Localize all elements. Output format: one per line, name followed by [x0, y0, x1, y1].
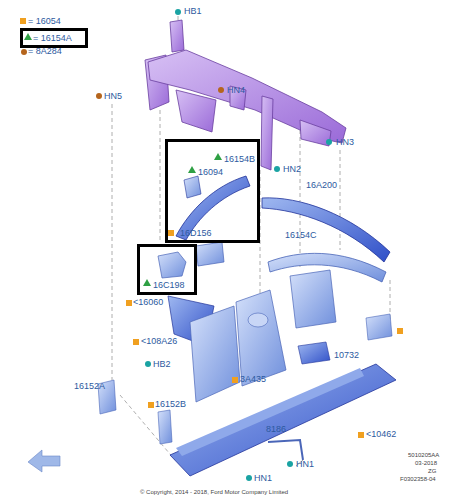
callout-number: 16154B [224, 154, 255, 165]
callout-number: 8186 [266, 424, 286, 435]
callout-number: 10732 [334, 350, 359, 361]
callout-number: 16154C [285, 230, 317, 241]
callout-number: <10462 [366, 429, 396, 440]
callout-number: <108A26 [141, 336, 177, 347]
callout-number: HB2 [153, 359, 171, 370]
plate [196, 242, 224, 266]
callout-number: <16060 [133, 297, 163, 308]
callout-number: HN5 [104, 91, 122, 102]
callout-number: HN2 [283, 164, 301, 175]
upper-rail [176, 176, 250, 240]
legend-highlight-box: = 16154A [20, 28, 88, 48]
callout-number: 16094 [198, 167, 223, 178]
drawing-note: 03-2018 [415, 460, 437, 467]
rod [268, 440, 303, 460]
drawing-note: ZG [428, 468, 436, 475]
bracket [158, 410, 172, 444]
callout-number: HN4 [227, 85, 245, 96]
main-rail [170, 364, 396, 476]
bracket [290, 270, 336, 328]
callout-number: HB1 [184, 6, 202, 17]
highlight-box: 16154B16094 16D156 [165, 139, 260, 243]
drawing-note: F0302358-04 [400, 476, 436, 483]
small-bracket [298, 342, 330, 364]
callout-number: 16152B [155, 399, 186, 410]
apron-rail [262, 198, 390, 262]
highlight-box: 16C198 [137, 244, 197, 295]
callout-number: HN3 [336, 137, 354, 148]
panel [190, 306, 240, 402]
part-marker [20, 18, 403, 438]
bracket [158, 252, 186, 278]
part-marker [24, 33, 222, 286]
callout-number: HN1 [254, 473, 272, 484]
callout-number: 16A200 [306, 180, 337, 191]
legend-entry: = 8A284 [28, 46, 62, 57]
legend-entry: = 16054 [28, 16, 61, 27]
orientation-arrow [28, 450, 60, 472]
callout-number: HN1 [296, 459, 314, 470]
nut-symbol [21, 49, 224, 99]
callout-number: 3A435 [240, 374, 266, 385]
radiator-support [145, 20, 346, 170]
callout-number: 16152A [74, 381, 105, 392]
callout-number: 16D156 [180, 228, 212, 239]
callout-number: = 16154A [33, 33, 72, 44]
drawing-note: 5010205AA [408, 452, 439, 459]
callout-number: 16C198 [153, 280, 185, 291]
shock-tower [236, 290, 286, 386]
drawing-note: © Copyright, 2014 - 2018, Ford Motor Com… [140, 489, 288, 496]
